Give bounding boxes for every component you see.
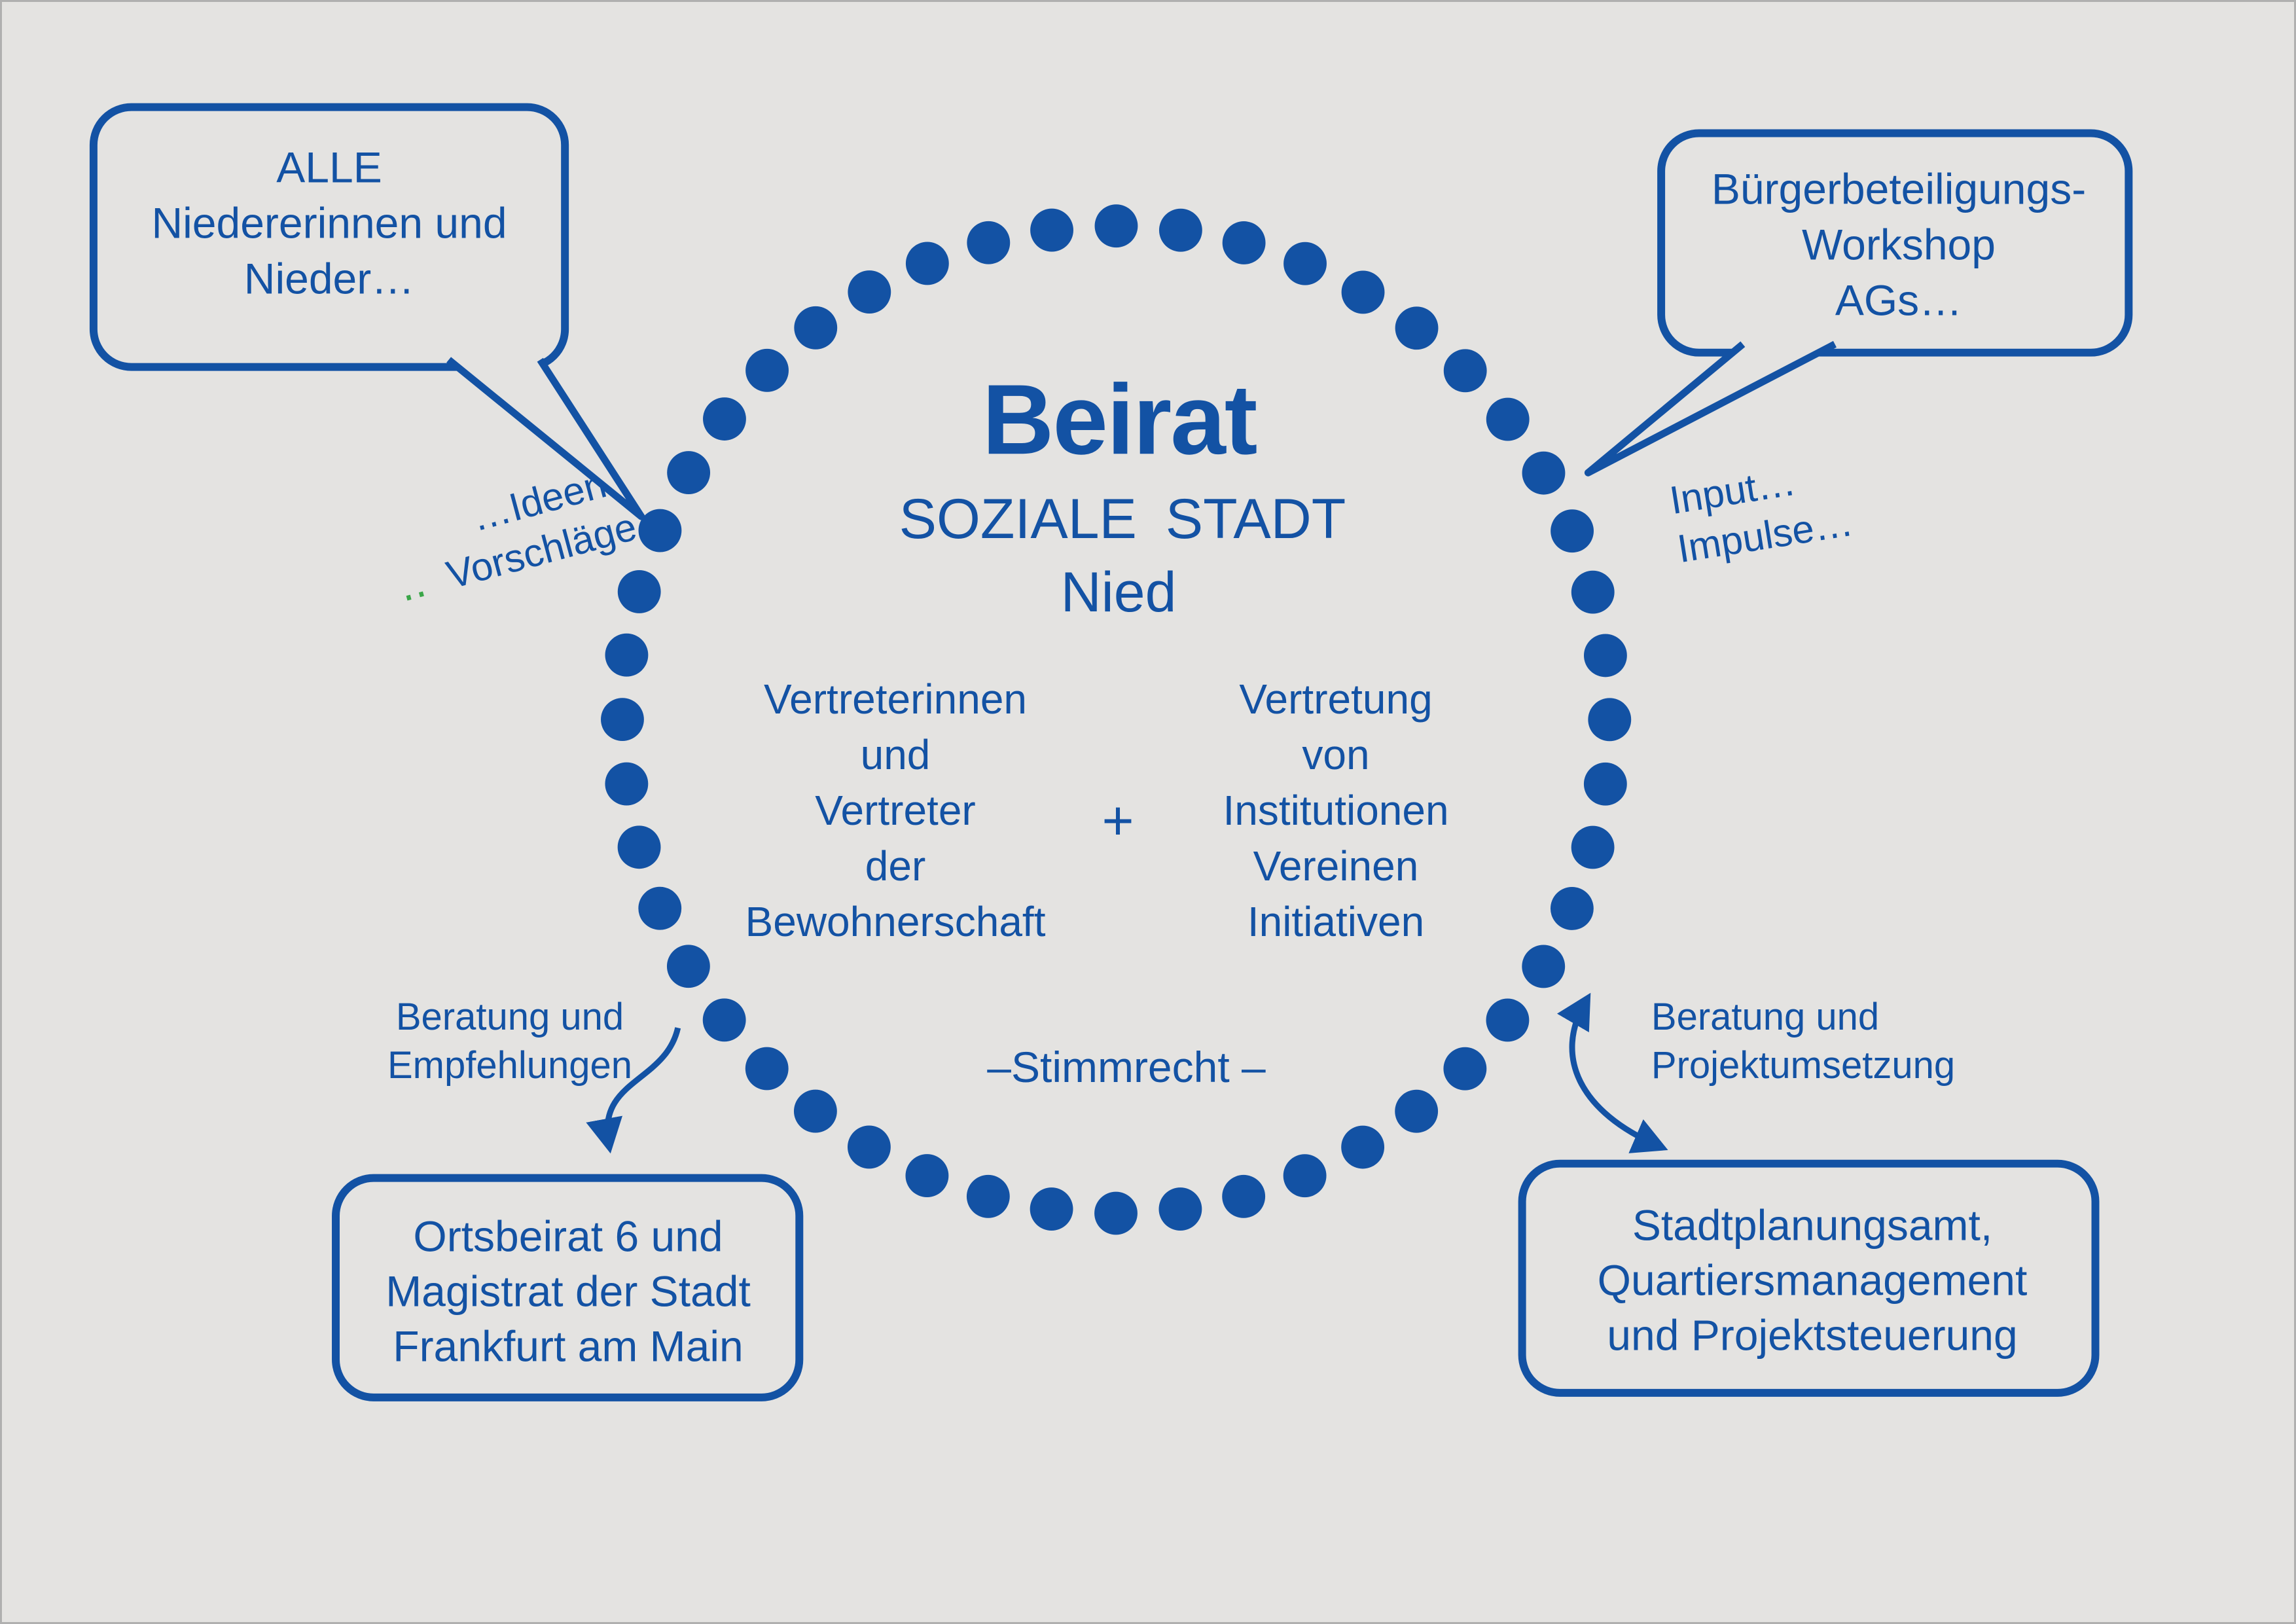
box-bottom-left-text: Ortsbeirat 6 und Magistrat der Stadt Fra… xyxy=(386,1212,751,1370)
box-bottom-left-shape xyxy=(332,1174,804,1401)
label-advice-implementation: Beratung und Projektumsetzung xyxy=(1651,995,1956,1087)
members-residents-group: Vertreterinnen und Vertreter der Bewohne… xyxy=(745,676,1046,946)
label-advice-recommendations: Beratung und Empfehlungen xyxy=(387,995,633,1087)
speech-bubble-top-left-shape xyxy=(89,103,569,371)
box-bottom-right-shape xyxy=(1518,1159,2100,1397)
advice-arrow-right xyxy=(1556,992,1668,1153)
box-bottom-right-text: Stadtplanungsamt, Quartiersmanagement un… xyxy=(1597,1200,2028,1359)
speech-bubble-top-right-tail xyxy=(1584,340,1837,477)
speech-bubble-top-left-tail xyxy=(446,357,645,520)
speech-bubble-top-right-shape xyxy=(1657,129,2133,357)
speech-bubble-top-right-text: Bürgerbeteiligungs- Workshop AGs… xyxy=(1711,164,2087,325)
plus-sign: + xyxy=(1102,789,1134,852)
circle-subtitle-nied: Nied xyxy=(1060,561,1177,624)
speech-bubble-top-left-text: ALLE Niedererinnen und Nieder… xyxy=(151,143,507,303)
circle-title: Beirat xyxy=(982,364,1258,476)
members-institutions-group: Vertretung von Institutionen Vereinen In… xyxy=(1223,676,1449,946)
circle-subtitle-soziale-stadt: SOZIALE STADT xyxy=(899,488,1346,551)
dotted-circle xyxy=(601,204,1632,1235)
advice-arrow-left xyxy=(586,1027,681,1154)
voting-rights-note: –Stimmrecht – xyxy=(987,1043,1266,1092)
